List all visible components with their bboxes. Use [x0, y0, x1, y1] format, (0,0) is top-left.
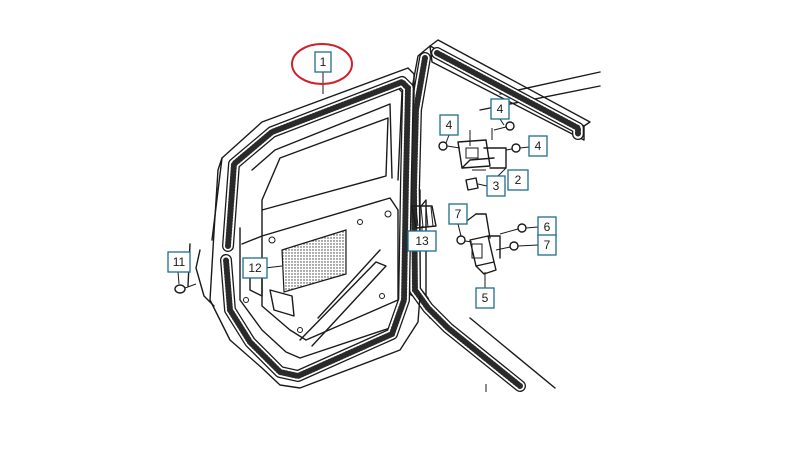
callout-7-label: 7 — [544, 238, 551, 252]
callout-6: 6 — [537, 216, 557, 238]
callout-4-right: 4 — [528, 135, 548, 157]
callout-3-label: 3 — [493, 179, 500, 193]
door-shell — [187, 67, 421, 389]
door-lock-bolt — [174, 283, 197, 294]
callout-7-right: 7 — [537, 234, 557, 256]
callout-1: 1 — [314, 51, 332, 73]
callout-4-label: 4 — [535, 139, 542, 153]
upper-hinge — [457, 128, 507, 169]
callout-7-label: 7 — [455, 207, 462, 221]
body-opening-seal — [408, 47, 584, 392]
callout-4-top: 4 — [490, 98, 510, 120]
sound-pad — [281, 229, 347, 293]
callout-13-label: 13 — [415, 234, 429, 248]
callout-2-label: 2 — [515, 173, 522, 187]
callout-3: 3 — [486, 175, 506, 197]
callout-12: 12 — [242, 257, 268, 279]
callout-4-left: 4 — [439, 114, 459, 136]
callout-7-left: 7 — [448, 203, 468, 225]
highlight-circle — [291, 43, 353, 85]
door-seal — [220, 76, 414, 382]
callout-5-label: 5 — [482, 291, 489, 305]
leader-lines — [177, 72, 539, 288]
callout-13: 13 — [407, 230, 437, 252]
callout-12-label: 12 — [248, 261, 262, 275]
hinge-nut — [465, 177, 479, 191]
callout-2: 2 — [507, 169, 529, 191]
lower-hinge — [467, 213, 501, 275]
callout-11: 11 — [167, 251, 191, 273]
callout-6-label: 6 — [544, 220, 551, 234]
callout-4-label: 4 — [446, 118, 453, 132]
rubber-buffer — [411, 205, 437, 229]
lower-hinge-bolts — [456, 223, 527, 251]
callout-5: 5 — [475, 287, 495, 309]
callout-11-label: 11 — [173, 255, 186, 269]
callout-1-label: 1 — [320, 55, 327, 69]
callout-4-label: 4 — [497, 102, 504, 116]
